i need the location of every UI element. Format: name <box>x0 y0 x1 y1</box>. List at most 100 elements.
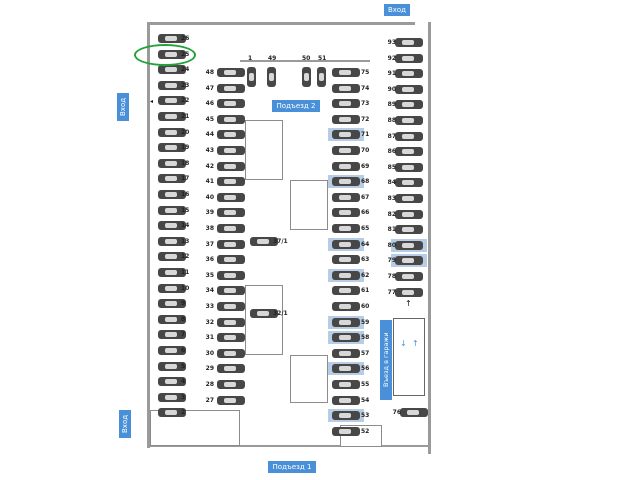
parking-space[interactable] <box>328 315 364 329</box>
parking-space[interactable] <box>213 144 249 157</box>
parking-space[interactable] <box>154 375 190 388</box>
parking-space[interactable] <box>154 79 190 92</box>
parking-space[interactable] <box>154 282 190 295</box>
parking-space[interactable] <box>213 206 249 219</box>
parking-space[interactable] <box>154 297 190 310</box>
entrance-2-label[interactable]: Подъезд 2 <box>272 100 320 112</box>
parking-space[interactable] <box>391 67 427 80</box>
parking-space[interactable] <box>328 237 364 251</box>
parking-space[interactable] <box>391 83 427 96</box>
parking-space[interactable] <box>154 188 190 201</box>
parking-space[interactable] <box>328 331 364 345</box>
parking-space[interactable] <box>154 204 190 217</box>
entrance-1-label[interactable]: Подъезд 1 <box>268 461 316 473</box>
parking-space[interactable] <box>154 219 190 232</box>
parking-space[interactable] <box>328 160 364 173</box>
parking-space[interactable] <box>213 316 249 329</box>
entrance-label[interactable]: Вход <box>119 410 131 438</box>
parking-space[interactable] <box>246 307 282 320</box>
parking-space[interactable] <box>328 300 364 313</box>
parking-space[interactable] <box>154 313 190 326</box>
parking-space[interactable] <box>391 270 427 283</box>
parking-space[interactable] <box>213 394 249 407</box>
parking-space[interactable] <box>213 82 249 95</box>
parking-space[interactable] <box>154 63 190 76</box>
parking-space[interactable] <box>154 360 190 373</box>
parking-space[interactable] <box>213 331 249 344</box>
parking-space[interactable] <box>213 97 249 110</box>
parking-space[interactable] <box>154 266 190 279</box>
parking-space[interactable] <box>328 222 364 235</box>
parking-space[interactable] <box>391 161 427 174</box>
parking-space[interactable] <box>245 64 258 90</box>
parking-space[interactable] <box>154 250 190 263</box>
parking-space[interactable] <box>154 344 190 357</box>
parking-space[interactable] <box>391 238 427 252</box>
parking-space[interactable] <box>213 113 249 126</box>
parking-space[interactable] <box>328 394 364 407</box>
parking-space[interactable] <box>154 110 190 123</box>
parking-space[interactable] <box>328 82 364 95</box>
parking-space[interactable] <box>328 175 364 189</box>
parking-space[interactable] <box>154 157 190 170</box>
parking-space[interactable] <box>328 97 364 110</box>
parking-space[interactable] <box>213 284 249 297</box>
parking-space[interactable] <box>391 36 427 49</box>
parking-space[interactable] <box>328 66 364 79</box>
parking-space[interactable] <box>328 113 364 126</box>
parking-space[interactable] <box>213 362 249 375</box>
parking-space[interactable] <box>391 130 427 143</box>
entrance-label[interactable]: Вход <box>117 93 129 121</box>
parking-space[interactable] <box>154 235 190 248</box>
parking-space[interactable] <box>154 32 190 45</box>
parking-space[interactable] <box>328 191 364 204</box>
parking-space[interactable] <box>315 64 328 90</box>
parking-space[interactable] <box>391 52 427 65</box>
parking-space[interactable] <box>328 378 364 391</box>
parking-space[interactable] <box>154 406 190 419</box>
parking-space[interactable] <box>391 145 427 158</box>
parking-space[interactable] <box>154 141 190 154</box>
parking-space[interactable] <box>213 66 249 79</box>
parking-space[interactable] <box>213 191 249 204</box>
parking-space[interactable] <box>328 268 364 282</box>
parking-space[interactable] <box>213 175 249 188</box>
parking-space[interactable] <box>154 126 190 139</box>
parking-space[interactable] <box>213 347 249 360</box>
parking-space[interactable] <box>328 144 364 157</box>
garage-entry-label[interactable]: Въезд в гаражи <box>380 320 392 400</box>
parking-space[interactable] <box>328 409 364 423</box>
parking-space[interactable] <box>154 94 190 107</box>
parking-space[interactable] <box>328 284 364 297</box>
parking-space[interactable] <box>391 254 427 268</box>
parking-space[interactable] <box>154 328 190 341</box>
parking-space[interactable] <box>328 128 364 142</box>
parking-space[interactable] <box>213 300 249 313</box>
parking-space[interactable] <box>328 253 364 266</box>
parking-space[interactable] <box>328 425 364 438</box>
parking-space[interactable] <box>213 238 249 251</box>
parking-space[interactable] <box>391 192 427 205</box>
parking-space[interactable] <box>391 286 427 299</box>
parking-space[interactable] <box>154 391 190 404</box>
parking-space[interactable] <box>213 128 249 141</box>
parking-space[interactable] <box>328 362 364 376</box>
parking-space[interactable] <box>213 160 249 173</box>
parking-space[interactable] <box>213 222 249 235</box>
parking-space[interactable] <box>213 269 249 282</box>
parking-space[interactable] <box>154 172 190 185</box>
parking-space[interactable] <box>213 378 249 391</box>
parking-space[interactable] <box>265 64 278 90</box>
parking-space[interactable] <box>213 253 249 266</box>
parking-space[interactable] <box>391 223 427 236</box>
parking-space[interactable] <box>300 64 313 90</box>
parking-space[interactable] <box>396 406 432 419</box>
parking-space[interactable] <box>391 98 427 111</box>
parking-space[interactable] <box>391 114 427 127</box>
parking-space[interactable] <box>391 208 427 221</box>
parking-space[interactable] <box>391 176 427 189</box>
parking-space[interactable] <box>328 347 364 360</box>
parking-space[interactable] <box>246 235 282 248</box>
parking-space[interactable] <box>328 206 364 219</box>
entrance-label[interactable]: Вход <box>384 4 410 16</box>
